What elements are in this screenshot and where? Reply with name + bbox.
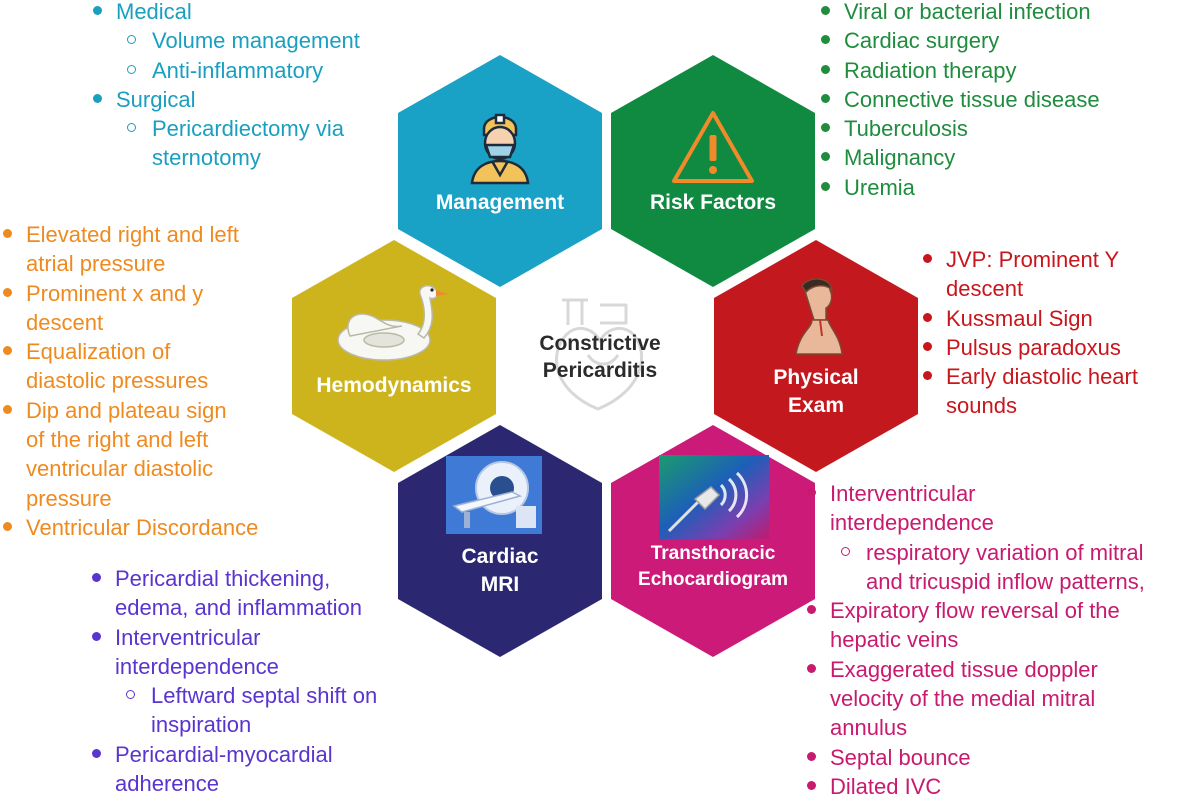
list-item-continuation: edema, and inflammation (115, 595, 363, 621)
list-item: Expiratory flow reversal of the (804, 596, 1198, 625)
hex-risk-factors: Risk Factors (611, 55, 815, 287)
list-item-continuation: hepatic veins (830, 627, 959, 653)
list-item-continuation: annulus (830, 715, 908, 741)
hex-cardiac-mri-line1: Cardiac (461, 545, 539, 568)
doctor-icon (466, 105, 534, 185)
list-item-continuation: atrial pressure (26, 251, 166, 277)
hex-risk-factors-label: Risk Factors (649, 191, 777, 214)
cardiac-mri-list: Pericardial thickening, edema, and infla… (89, 564, 465, 798)
list-item-continuation: sounds (946, 393, 1017, 419)
list-item-continuation: adherence (115, 771, 219, 797)
list-item-continuation: descent (946, 276, 1024, 302)
list-item: Anti-inflammatory (90, 56, 390, 85)
hex-physical-exam: Physical Exam (714, 240, 918, 472)
center-title-line2: Pericarditis (542, 359, 658, 382)
list-item: Connective tissue disease (818, 85, 1198, 114)
risk-factors-list: Viral or bacterial infection Cardiac sur… (818, 0, 1198, 202)
list-item-continuation: interdependence (830, 510, 994, 536)
list-item-continuation: and tricuspid inflow patterns, (866, 568, 1145, 594)
swan-float-icon (332, 278, 452, 364)
list-item-continuation: sternotomy (152, 145, 261, 171)
list-item: Leftward septal shift on (89, 681, 465, 710)
list-item: Pericardial-myocardial (89, 740, 465, 769)
hex-cardiac-mri-label: Cardiac MRI (398, 543, 602, 599)
diagram-center-title: Constrictive Pericarditis (500, 330, 700, 384)
warning-triangle-icon (668, 107, 758, 187)
ultrasound-probe-icon (659, 455, 769, 539)
mri-scanner-icon (446, 456, 542, 534)
list-item-continuation: diastolic pressures (26, 368, 209, 394)
list-item: Medical (90, 0, 390, 26)
list-item-continuation: pressure (26, 485, 112, 511)
list-item: Surgical (90, 85, 390, 114)
list-item-continuation: of the right and left (26, 427, 209, 453)
list-item: Viral or bacterial infection (818, 0, 1198, 26)
hex-tte-line1: Transthoracic (650, 543, 776, 564)
list-item: Dilated IVC (804, 772, 1198, 801)
list-item: Prominent x and y (0, 279, 300, 308)
list-item: Equalization of (0, 337, 300, 366)
heart-outline-icon (548, 295, 652, 415)
list-item: Interventricular (89, 623, 465, 652)
hemodynamics-list: Elevated right and left atrial pressure … (0, 220, 300, 542)
list-item: Uremia (818, 173, 1198, 202)
hex-cardiac-mri-line2: MRI (480, 573, 520, 596)
hex-transthoracic-echo-label: Transthoracic Echocardiogram (611, 541, 815, 593)
list-item: Ventricular Discordance (0, 513, 300, 542)
list-item: Interventricular (804, 479, 1198, 508)
management-list: Medical Volume management Anti-inflammat… (90, 0, 390, 173)
hex-physical-exam-label: Physical Exam (714, 364, 918, 420)
hex-hemodynamics-label: Hemodynamics (316, 374, 472, 397)
center-title-line1: Constrictive (539, 332, 661, 355)
list-item: Exaggerated tissue doppler (804, 655, 1198, 684)
list-item: Malignancy (818, 143, 1198, 172)
list-item-continuation: descent (26, 309, 104, 335)
hex-physical-exam-line2: Exam (787, 394, 845, 417)
tte-list: Interventricular interdependence respira… (804, 479, 1198, 801)
list-item: Elevated right and left (0, 220, 300, 249)
list-item: Cardiac surgery (818, 26, 1198, 55)
list-item: Volume management (90, 26, 390, 55)
list-item: Radiation therapy (818, 56, 1198, 85)
hex-hemodynamics: Hemodynamics (292, 240, 496, 472)
hex-tte-line2: Echocardiogram (638, 569, 788, 590)
list-item: respiratory variation of mitral (804, 538, 1198, 567)
list-item: Early diastolic heart (920, 362, 1198, 391)
list-item: Kussmaul Sign (920, 304, 1198, 333)
list-item-continuation: ventricular diastolic (26, 456, 214, 482)
patient-neck-icon (786, 276, 846, 356)
list-item-continuation: velocity of the medial mitral (830, 686, 1096, 712)
hex-transthoracic-echo: Transthoracic Echocardiogram (611, 425, 815, 657)
list-item-continuation: inspiration (151, 712, 252, 738)
list-item: Pericardiectomy via (90, 114, 390, 143)
list-item: JVP: Prominent Y (920, 245, 1198, 274)
hex-cardiac-mri: Cardiac MRI (398, 425, 602, 657)
list-item: Dip and plateau sign (0, 396, 300, 425)
list-item: Septal bounce (804, 743, 1198, 772)
list-item-continuation: interdependence (115, 653, 279, 679)
hex-management-label: Management (435, 191, 565, 214)
list-item: Tuberculosis (818, 114, 1198, 143)
hex-management: Management (398, 55, 602, 287)
list-item: Pericardial thickening, (89, 564, 465, 593)
list-item: Pulsus paradoxus (920, 333, 1198, 362)
hex-physical-exam-line1: Physical (773, 366, 859, 389)
physical-exam-list: JVP: Prominent Y descent Kussmaul Sign P… (920, 245, 1198, 421)
